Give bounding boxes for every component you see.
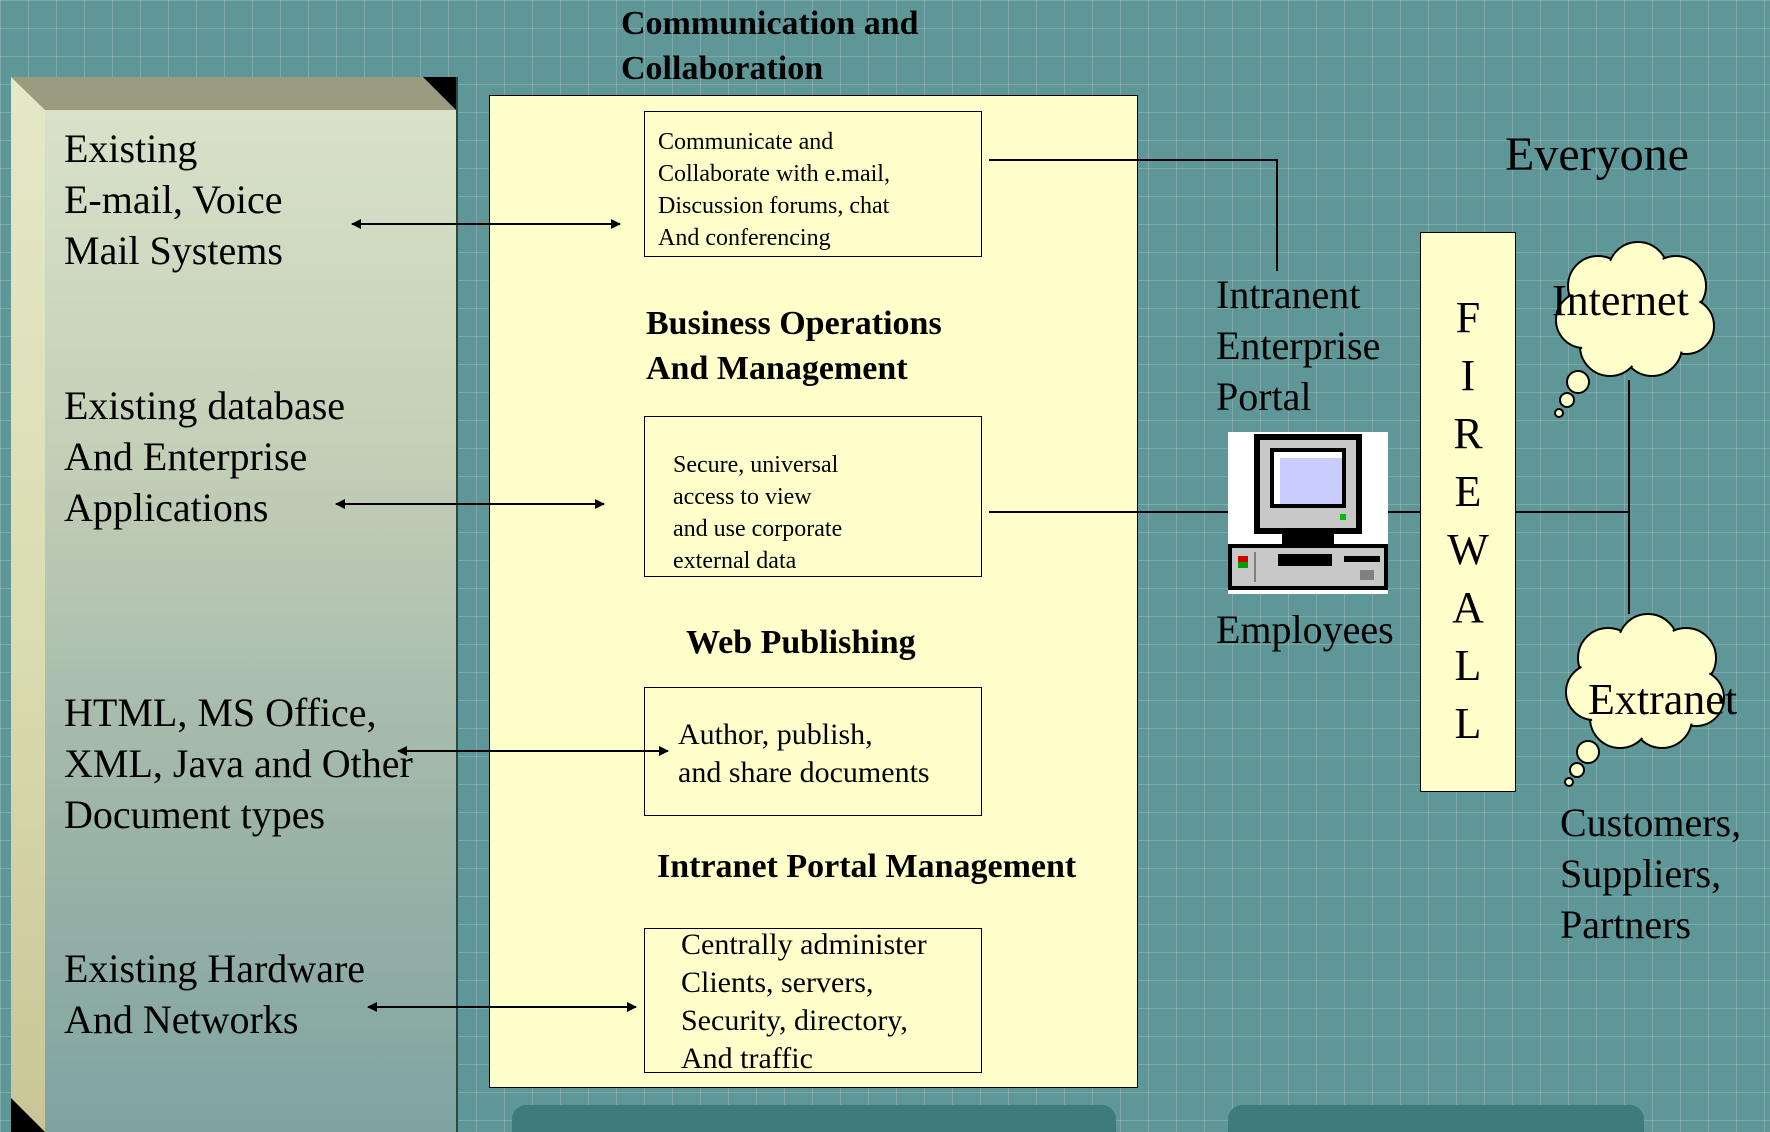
left-panel-edge [456,77,458,1132]
left-panel-bevel-left [11,77,45,1132]
external-users-label: Customers, Suppliers, Partners [1560,800,1742,947]
left-item-database-apps: Existing database And Enterprise Applica… [64,383,346,530]
employees-label: Employees [1216,607,1394,652]
firewall: F I R E W A L L [1420,232,1516,792]
left-panel-bevel-top [11,77,457,110]
cloud-icon [1558,608,1726,788]
extranet-label: Extranet [1588,675,1738,724]
firewall-letter: E [1454,467,1482,516]
cloud-icon [1548,234,1716,420]
top-heading: Communication and Collaboration [621,5,919,87]
firewall-letter: A [1452,583,1484,632]
firewall-letter: F [1455,293,1481,342]
box-business-text: Secure, universal access to view and use… [673,452,843,574]
bottom-tab-left [512,1105,1116,1132]
bottom-tab-right [1228,1105,1644,1132]
left-panel [45,110,457,1132]
left-item-document-types: HTML, MS Office, XML, Java and Other Doc… [64,690,413,837]
firewall-letter: R [1453,409,1483,458]
left-item-email-systems: Existing E-mail, Voice Mail Systems [64,126,283,273]
computer-icon [1228,432,1388,594]
box-communication-text: Communicate and Collaborate with e.mail,… [658,129,890,251]
left-item-hardware-networks: Existing Hardware And Networks [64,946,366,1042]
box-web-publishing: Author, publish, and share documents [644,687,982,816]
box-portal-management: Centrally administer Clients, servers, S… [644,928,982,1075]
firewall-letter: I [1460,351,1476,400]
firewall-letter: L [1454,641,1482,690]
portal-label: Intranent Enterprise Portal [1216,272,1381,419]
heading-web-publishing: Web Publishing [686,624,916,661]
internet-label: Internet [1552,276,1689,325]
heading-portal-management: Intranet Portal Management [657,848,1077,885]
box-business: Secure, universal access to view and use… [644,416,982,577]
heading-business-operations: Business Operations And Management [646,305,942,387]
box-web-publishing-text: Author, publish, and share documents [678,718,930,789]
firewall-letter: W [1447,525,1489,574]
box-portal-management-text: Centrally administer Clients, servers, S… [681,928,927,1075]
box-communication: Communicate and Collaborate with e.mail,… [644,111,982,257]
everyone-label: Everyone [1505,128,1689,181]
firewall-letter: L [1454,699,1482,748]
